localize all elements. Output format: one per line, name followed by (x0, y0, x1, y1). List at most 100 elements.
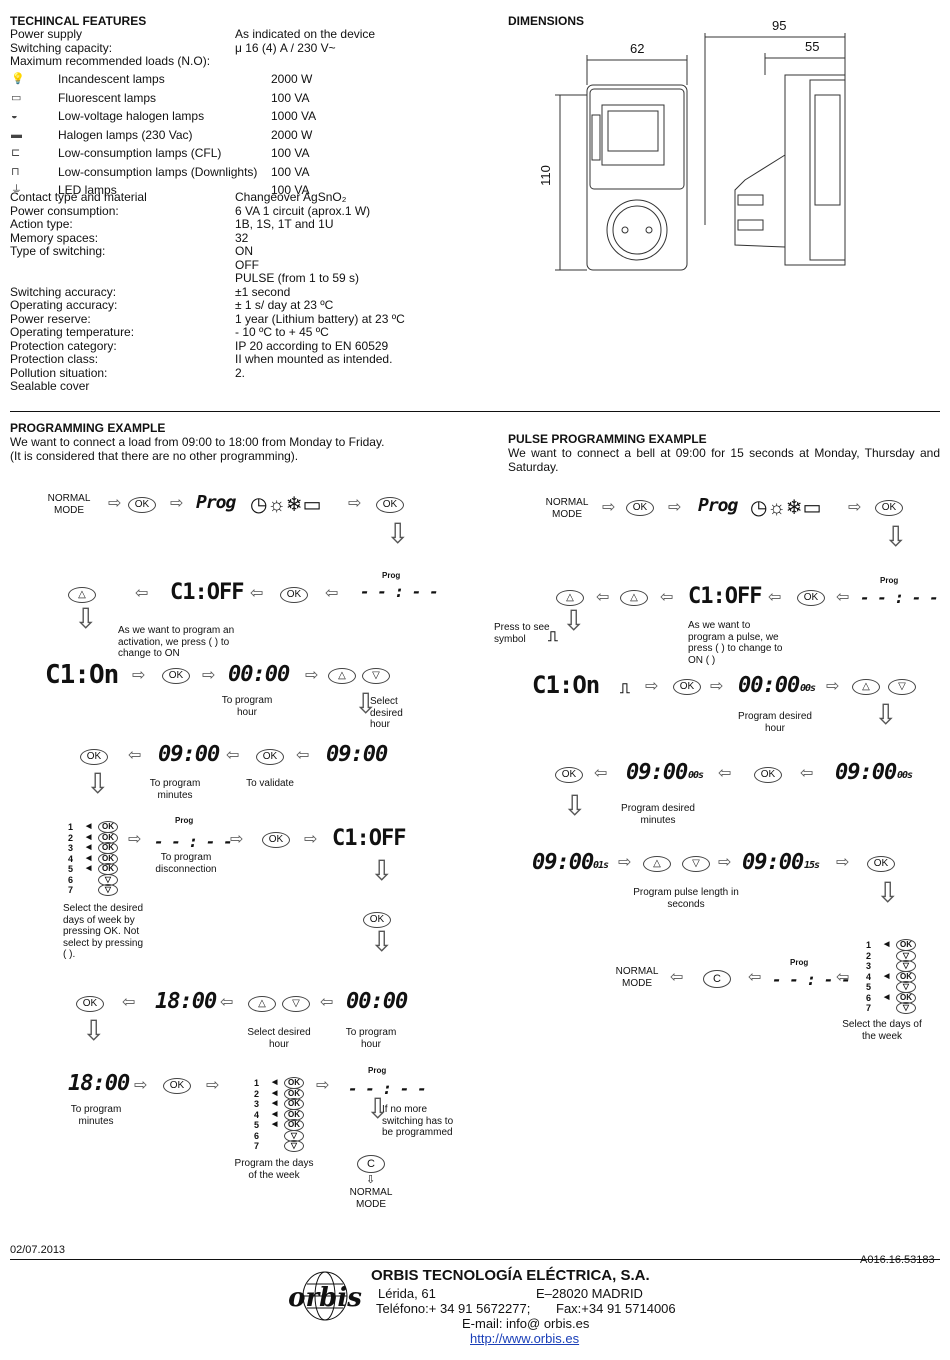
feature-row: Type of switching:ON (10, 244, 405, 259)
day-row: 3◀OK (254, 1098, 304, 1111)
normal-mode-label: NORMAL MODE (545, 497, 589, 520)
website-link[interactable]: http://www.orbis.es (470, 1331, 580, 1346)
up-button[interactable]: △ (68, 587, 96, 603)
c-button[interactable]: C (703, 970, 731, 988)
halogen-lamp-icon: ▬ (11, 128, 22, 141)
selected-marker-icon: ◀ (272, 1110, 278, 1118)
time-0900-display: 09:00 (326, 742, 388, 767)
feature-value: 6 VA 1 circuit (aprox.1 W) (235, 203, 371, 218)
feature-label: Power consumption: (10, 203, 119, 218)
feature-value: 1B, 1S, 1T and 1U (235, 217, 334, 231)
down-button[interactable]: ▽ (896, 1002, 916, 1015)
ok-button[interactable]: OK (555, 767, 583, 783)
day-number: 7 (866, 1003, 872, 1013)
c-button[interactable]: C (357, 1155, 385, 1173)
ok-button[interactable]: OK (80, 749, 108, 765)
program-pulse-label: Program pulse length in seconds (633, 887, 739, 910)
feature-label: Protection class: (10, 352, 99, 366)
up-button[interactable]: △ (556, 590, 584, 606)
arrow-right-icon: ⇨ (668, 499, 682, 516)
time-0000-display: 00:00 (228, 662, 290, 687)
dimensions-heading: DIMENSIONS (508, 14, 585, 28)
ok-button[interactable]: OK (363, 912, 391, 928)
feature-row: Pollution situation:2. (10, 366, 405, 381)
feature-label (10, 272, 235, 286)
arrow-right-icon: ⇨ (718, 854, 732, 871)
prog-line2: (It is considered that there are no othe… (10, 449, 299, 463)
suitcase-icon: ▭ (302, 494, 322, 516)
feature-value: OFF (235, 257, 259, 272)
arrow-right-icon: ⇨ (618, 854, 632, 871)
down-button[interactable]: ▽ (282, 996, 310, 1012)
load-value: 1000 VA (271, 109, 317, 123)
ok-button[interactable]: OK (754, 767, 782, 783)
arrow-left-icon: ⇦ (135, 585, 149, 602)
to-program-hour-label: To program hour (345, 1027, 397, 1050)
dashes-display: - - : - - (348, 1079, 427, 1098)
day-number: 4 (254, 1109, 260, 1120)
ok-button[interactable]: OK (673, 679, 701, 695)
arrow-right-icon: ⇨ (602, 499, 616, 516)
ok-button[interactable]: OK (262, 832, 290, 848)
note-pulse: As we want to program a pulse, we press … (688, 620, 783, 666)
ok-button[interactable]: OK (376, 497, 404, 513)
day-number: 3 (254, 1099, 260, 1109)
feature-label: Memory spaces: (10, 230, 99, 245)
dim-95: 95 (772, 18, 787, 33)
down-button[interactable]: ▽ (98, 884, 118, 897)
arrow-down-icon: ⇩ (370, 855, 394, 886)
ok-button[interactable]: OK (76, 996, 104, 1012)
feature-value: PULSE (from 1 to 59 s) (235, 271, 360, 285)
ok-button[interactable]: OK (256, 749, 284, 765)
day-number: 2 (68, 832, 74, 843)
load-value: 2000 W (271, 127, 313, 142)
arrow-down-icon: ⇩ (74, 603, 98, 634)
down-button[interactable]: ▽ (888, 679, 916, 695)
feature-label: Sealable cover (10, 379, 90, 393)
prog-small-label: Prog (382, 571, 401, 580)
down-button[interactable]: ▽ (362, 668, 390, 684)
load-value: 100 VA (271, 164, 310, 179)
ok-button[interactable]: OK (875, 500, 903, 516)
feature-label: Switching capacity: (10, 40, 113, 55)
feature-label: Switching accuracy: (10, 284, 117, 299)
arrow-down-icon: ⇩ (354, 688, 378, 719)
arrow-right-icon: ⇨ (348, 495, 362, 512)
feature-row: Operating temperature:- 10 ºC to + 45 ºC (10, 325, 405, 340)
day-number: 3 (866, 961, 872, 971)
day-number: 6 (68, 874, 74, 885)
feature-label: Power supply (10, 27, 83, 41)
feature-row: Power consumption: 6 VA 1 circuit (aprox.… (10, 203, 405, 219)
ok-button[interactable]: OK (797, 590, 825, 606)
selected-marker-icon: ◀ (884, 941, 890, 948)
up-button[interactable]: △ (248, 996, 276, 1012)
c1-off-display: C1:OFF (688, 584, 762, 609)
day-number: 3 (68, 843, 74, 853)
feature-row: PULSE (from 1 to 59 s) (10, 271, 405, 286)
prog-small-label: Prog (790, 958, 809, 967)
ok-button[interactable]: OK (163, 1078, 191, 1094)
up-button[interactable]: △ (620, 590, 648, 606)
up-button[interactable]: △ (643, 856, 671, 872)
feature-value: Changeover AgSnO₂ (235, 190, 347, 204)
c1-on-display: C1:On (45, 660, 119, 690)
prog-line1: We want to connect a load from 09:00 to … (10, 435, 385, 449)
ok-button[interactable]: OK (280, 587, 308, 603)
ok-button[interactable]: OK (626, 500, 654, 516)
selected-marker-icon: ◀ (272, 1079, 278, 1086)
up-button[interactable]: △ (328, 668, 356, 684)
arrow-left-icon: ⇦ (320, 994, 334, 1011)
address-city: E–28020 MADRID (536, 1286, 643, 1301)
ok-button[interactable]: OK (867, 856, 895, 872)
feature-label: Operating temperature: (10, 325, 135, 339)
load-row: ⊏Low-consumption lamps (CFL)100 VA (10, 144, 317, 163)
up-button[interactable]: △ (852, 679, 880, 695)
down-button[interactable]: ▽ (284, 1140, 304, 1153)
arrow-left-icon: ⇦ (718, 765, 732, 782)
arrow-down-icon: ⇩ (386, 518, 410, 549)
ok-button[interactable]: OK (162, 668, 190, 684)
down-button[interactable]: ▽ (682, 856, 710, 872)
ok-button[interactable]: OK (128, 497, 156, 513)
time-0900-display: 09:00 (158, 742, 220, 767)
